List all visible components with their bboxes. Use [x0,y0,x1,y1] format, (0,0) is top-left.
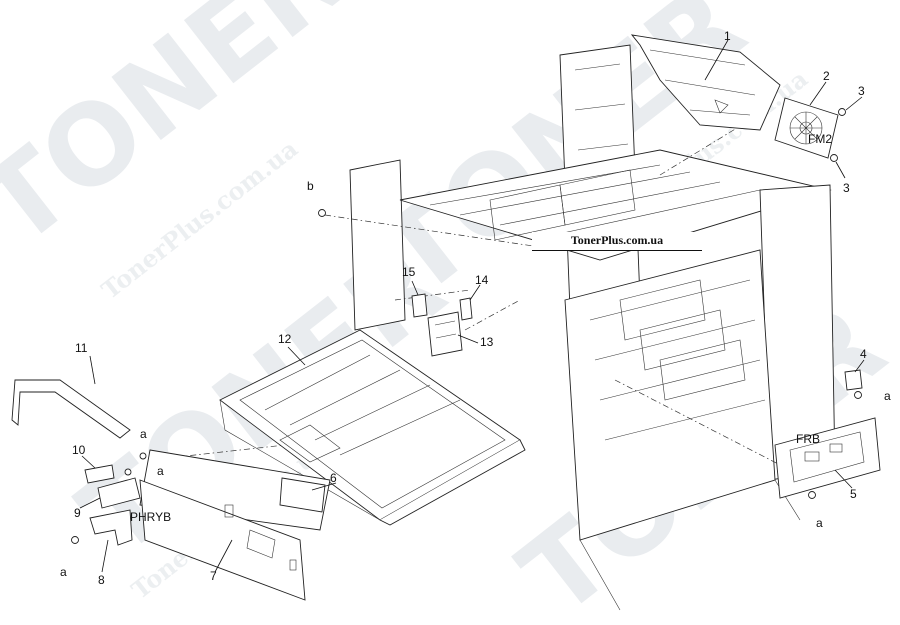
part-5-frb-board [774,417,881,499]
part-14-clip [459,297,473,321]
label-frb: FRB [796,432,820,446]
callout-15: 15 [402,265,416,279]
part-4-bracket [844,369,863,391]
label-a-part9: a [157,464,164,478]
screw-a-part5 [808,491,816,499]
callout-5: 5 [850,487,857,501]
part-2-fan-fm2 [774,97,839,159]
callout-11: 11 [75,341,88,355]
label-a-part4: a [884,389,891,403]
callout-2: 2 [823,69,830,83]
screw-b [318,209,326,217]
screw-a-part8 [71,536,79,544]
top-deck-rails [429,164,761,239]
part-6-bracket [279,477,326,513]
part-8-bracket [89,509,133,546]
assembly-line-15 [394,289,471,301]
label-b: b [307,179,314,193]
screw-a-part9 [124,468,132,476]
callout-8: 8 [98,573,105,587]
callout-9: 9 [74,506,81,520]
assembly-line-frb [614,379,791,471]
label-phryb: PHRYB [130,510,171,524]
callout-13: 13 [480,335,494,349]
main-frame [149,44,836,611]
part-13-detail [434,320,457,339]
part-10-bracket [84,464,115,484]
callout-14: 14 [475,273,489,287]
part-3-screw-bottom [830,154,838,162]
callout-3-top: 3 [858,84,865,98]
part-12-tray-unit [219,329,526,526]
callout-4: 4 [860,347,867,361]
rear-tower-detail [574,63,631,191]
screw-a-part4 [854,391,862,399]
part-13-cover [427,311,463,357]
part-11-guide-strip [11,379,131,439]
drum-units [489,169,746,401]
assembly-line-1 [659,119,751,176]
callout-7: 7 [210,569,217,583]
callout-10: 10 [72,443,86,457]
callout-12: 12 [278,332,292,346]
part-7-front-plate [139,479,306,601]
leader-lines [79,39,865,573]
part-1-duct-cover [630,34,781,131]
label-a-part12: a [140,427,147,441]
assembly-line-13 [464,299,521,331]
callout-6: 6 [330,471,337,485]
screw-a-part12 [139,452,147,460]
site-banner-text: TonerPlus.com.ua [570,233,664,247]
label-a-part8: a [60,565,67,579]
callout-1: 1 [724,29,731,43]
front-frame-detail [589,279,766,441]
site-banner: TonerPlus.com.ua [532,232,702,251]
part-15-clip [411,293,428,318]
left-frame-plate [349,159,406,331]
callout-3-bottom: 3 [843,181,850,195]
part-9-phryb-board [97,477,141,509]
label-a-part5: a [816,516,823,530]
callout-labels: 1 2 3 FM2 3 b 15 14 13 12 11 4 a FRB 5 a… [60,29,891,587]
part-3-screw-top [838,108,846,116]
label-fm2: FM2 [808,132,832,146]
